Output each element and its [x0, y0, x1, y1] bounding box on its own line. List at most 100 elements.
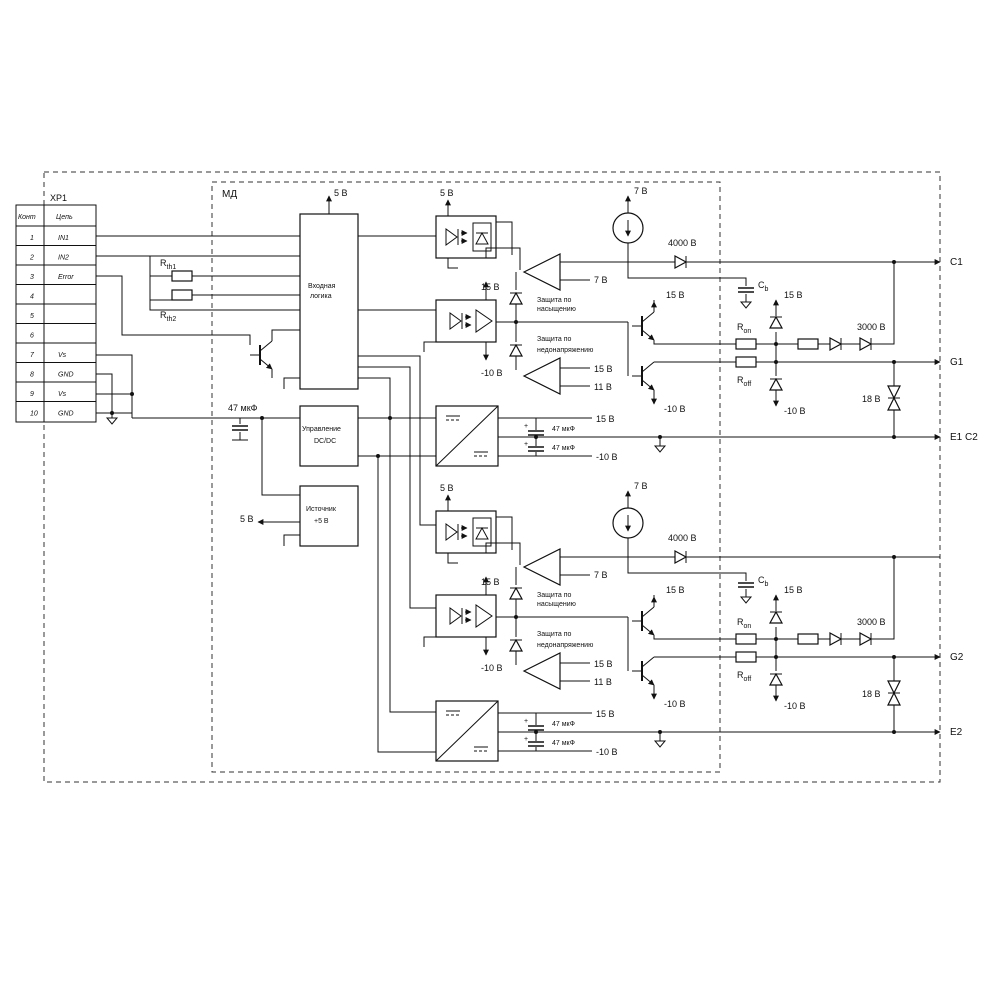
- saturation-label-2: насыщению: [537, 306, 576, 313]
- cb-label: Cb: [758, 280, 769, 293]
- output-terminal-label: C1: [950, 257, 963, 268]
- uv-label-2: недонапряжению: [537, 347, 593, 354]
- connector-net: GND: [58, 411, 74, 418]
- connector-pin: 8: [30, 372, 34, 379]
- connector-pin: 2: [29, 255, 34, 262]
- desat-diode-icon: [829, 337, 842, 351]
- uv-label-2: недонапряжению: [537, 642, 593, 649]
- uv-neg10-label: -10 В: [481, 663, 503, 673]
- connector-net: Vs: [58, 391, 67, 398]
- connector-pin: 3: [30, 274, 34, 281]
- cmp-7v-label: 7 В: [594, 570, 608, 580]
- diode-4000v-label: 4000 В: [668, 238, 697, 248]
- pull-neg10-label: -10 В: [664, 699, 686, 709]
- isrc-7v-label: 7 В: [634, 186, 648, 196]
- r-off-label: Roff: [737, 670, 751, 683]
- r-on-label: Ron: [737, 322, 751, 335]
- output-terminal-label: G2: [950, 652, 964, 663]
- input-capacitor: 47 мкФ: [228, 403, 300, 496]
- dcdc-neg10-label: -10 В: [596, 747, 618, 757]
- pull-transistor: [632, 362, 654, 390]
- input-logic-label-1: Входная: [308, 283, 336, 290]
- pull-neg10-label: -10 В: [664, 404, 686, 414]
- diode-4000v-label: 4000 В: [668, 533, 697, 543]
- uv-15v-label: 15 В: [594, 659, 613, 669]
- connector-net: IN2: [58, 255, 69, 262]
- output-terminal-label: G1: [950, 357, 964, 368]
- uv-11v-label: 11 В: [594, 382, 612, 392]
- connector-header-net: Цепь: [56, 214, 73, 221]
- uv-label-1: Защита по: [537, 631, 572, 638]
- saturation-label-1: Защита по: [537, 592, 572, 599]
- push-15v-label: 15 В: [666, 585, 685, 595]
- input-logic-label-2: логика: [310, 293, 332, 300]
- opto-5v-label: 5 В: [440, 483, 454, 493]
- cb-capacitor-icon: [737, 582, 755, 588]
- cap-in-label: 47 мкФ: [228, 403, 258, 413]
- sat-15v-label: 15 В: [481, 577, 500, 587]
- push-transistor: [632, 607, 654, 635]
- output-terminal-label: E2: [950, 727, 963, 738]
- dcdc-control-label-1: Управление: [302, 426, 341, 433]
- opto-5v-label: 5 В: [440, 188, 454, 198]
- connector-pin: 9: [30, 391, 34, 398]
- saturation-comparator: [523, 253, 561, 291]
- optocoupler-input: [436, 511, 496, 553]
- dcdc-15v-label: 15 В: [596, 709, 615, 719]
- connector-pin: 7: [30, 352, 35, 359]
- input-wires: Rth1 Rth2: [96, 235, 300, 425]
- desat-hv-diode-icon: [859, 337, 872, 351]
- uv-label-1: Защита по: [537, 336, 572, 343]
- dcdc-cap-bottom-label: 47 мкФ: [552, 740, 575, 747]
- tvs-18v-label: 18 В: [862, 394, 881, 404]
- rth1-label: Rth1: [160, 258, 176, 271]
- pull-transistor: [632, 657, 654, 685]
- dcdc-cap-top-label: 47 мкФ: [552, 426, 575, 433]
- undervoltage-comparator: [523, 652, 561, 690]
- dcdc-cap-top-label: 47 мкФ: [552, 721, 575, 728]
- connector-net: Error: [58, 274, 74, 281]
- saturation-label-2: насыщению: [537, 601, 576, 608]
- dcdc-converter: [435, 405, 499, 467]
- dcdc-control-block: [299, 405, 359, 467]
- uv-15v-label: 15 В: [594, 364, 613, 374]
- connector-pin: 5: [30, 313, 34, 320]
- source-5v-block: [299, 485, 359, 547]
- current-source-icon: [613, 213, 643, 243]
- sat-15v-label: 15 В: [481, 282, 500, 292]
- driver-module-boundary: [211, 181, 721, 773]
- dcdc-converter: [435, 700, 499, 762]
- r-off-resistor: [735, 651, 757, 663]
- source-label-2: +5 В: [314, 518, 329, 525]
- output-terminal-label: E1 C2: [950, 432, 978, 443]
- cb-capacitor-icon: [737, 287, 755, 293]
- connector-net: Vs: [58, 352, 67, 359]
- cb-label: Cb: [758, 575, 769, 588]
- uv-11v-label: 11 В: [594, 677, 612, 687]
- hv-diode-icon: [674, 550, 687, 564]
- r-off-resistor: [735, 356, 757, 368]
- dcdc-cap-bottom-label: 47 мкФ: [552, 445, 575, 452]
- tvs-18v-icon: [887, 385, 901, 411]
- outer-boundary: [43, 171, 941, 783]
- connector-pin: 1: [30, 235, 34, 242]
- source-label-1: Источник: [306, 506, 337, 513]
- logic-5v-label: 5 В: [334, 188, 348, 198]
- r-on-label: Ron: [737, 617, 751, 630]
- saturation-comparator: [523, 548, 561, 586]
- clamp-15v-label: 15 В: [784, 585, 803, 595]
- push-15v-label: 15 В: [666, 290, 685, 300]
- logic-routing: [358, 235, 436, 753]
- clamp-neg10-label: -10 В: [784, 406, 806, 416]
- desat-diode-icon: [829, 632, 842, 646]
- r-on-resistor: [735, 633, 757, 645]
- undervoltage-comparator: [523, 357, 561, 395]
- input-logic-block: [299, 213, 359, 390]
- connector-name: XP1: [50, 193, 67, 203]
- r-off-label: Roff: [737, 375, 751, 388]
- connector-header-pin: Конт: [18, 214, 36, 221]
- optocoupler-input: [436, 216, 496, 258]
